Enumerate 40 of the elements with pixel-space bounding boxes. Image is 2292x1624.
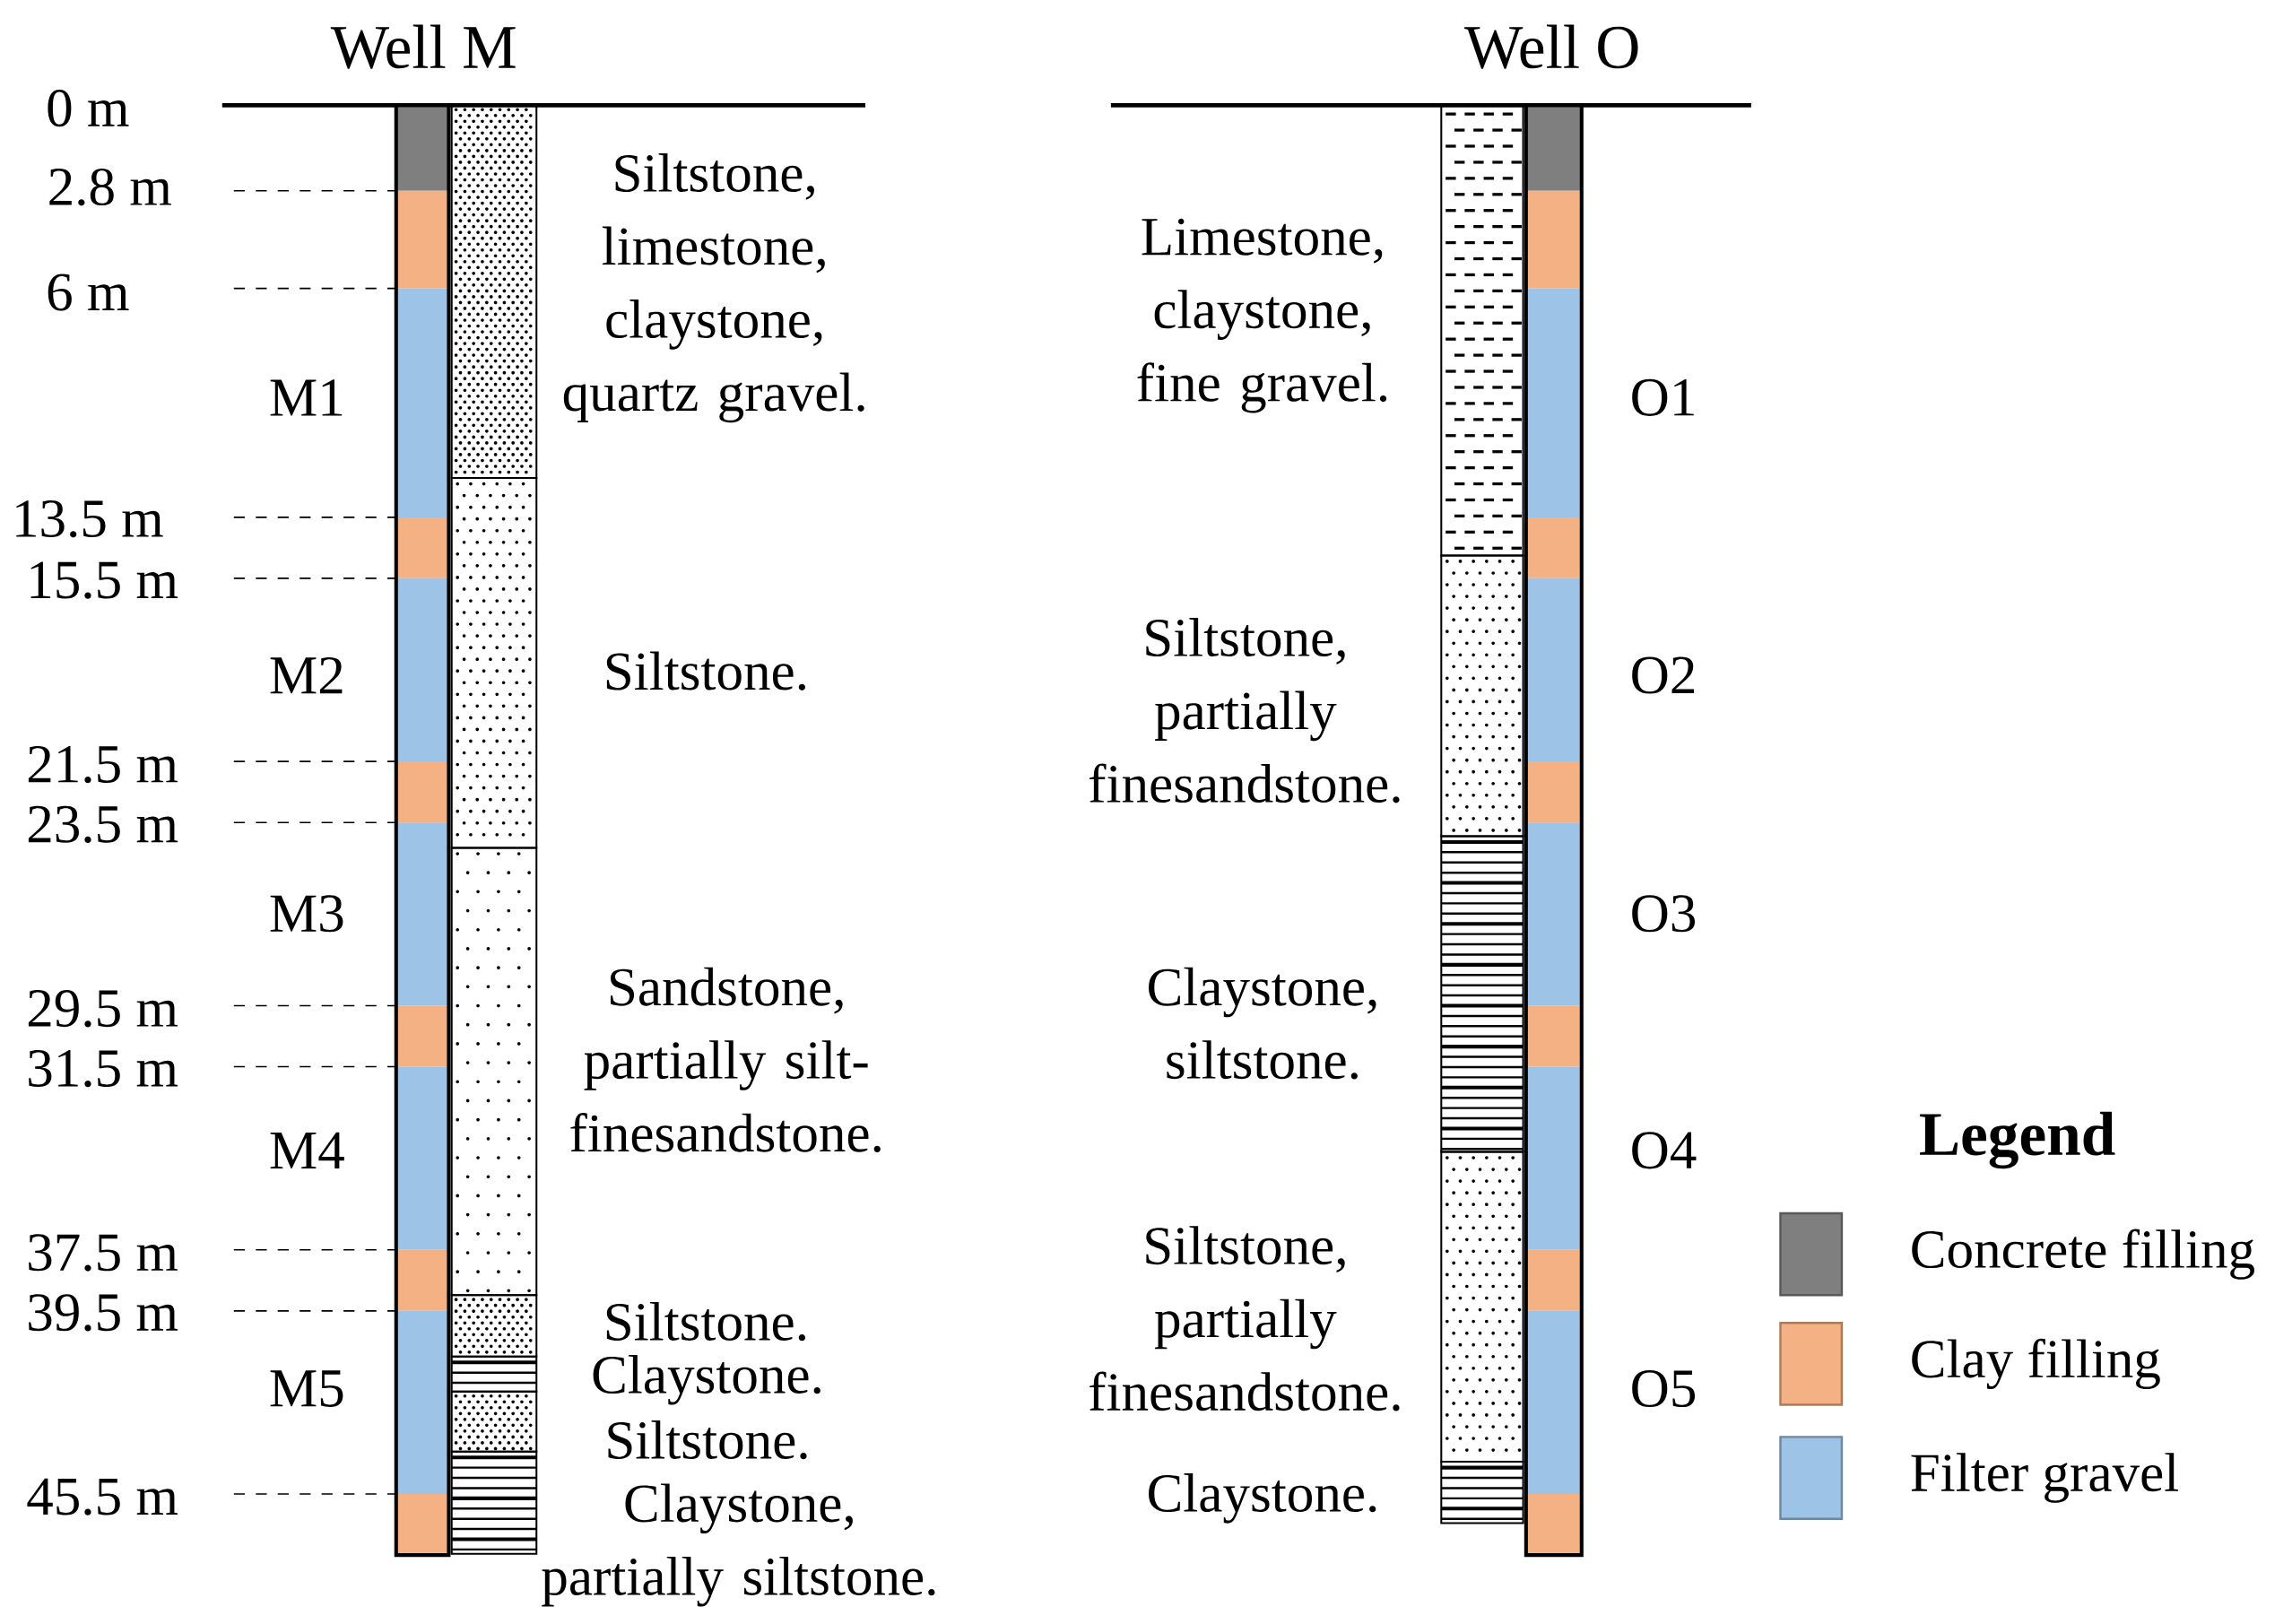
- screen-label: O4: [1632, 1132, 1697, 1169]
- screen-label: M3: [270, 895, 343, 933]
- lithology-description: Claystone.: [593, 1355, 820, 1405]
- depth-label: 21.5 m: [28, 745, 178, 784]
- depth-label: 0 m: [48, 90, 129, 127]
- lithology-description: Claystone, partially siltstone.: [542, 1483, 935, 1607]
- legend-title: Legend: [1920, 1111, 2115, 1169]
- screen-label: O2: [1632, 656, 1694, 694]
- screen-label: O5: [1632, 1370, 1696, 1408]
- well-title: Well M: [330, 24, 516, 69]
- depth-label: 23.5 m: [28, 805, 178, 844]
- depth-label: 15.5 m: [30, 561, 178, 599]
- depth-label: 31.5 m: [29, 1049, 178, 1088]
- depth-label: 29.5 m: [28, 990, 178, 1028]
- depth-label: 37.5 m: [29, 1234, 178, 1272]
- depth-label: 39.5 m: [29, 1294, 178, 1332]
- screen-label: M1: [270, 379, 343, 416]
- lithology-description: Siltstone, partially finesandstone.: [1090, 1226, 1400, 1411]
- depth-label: 6 m: [48, 274, 129, 311]
- legend-label: Filter gravel: [1911, 1453, 2178, 1503]
- lithology-description: Sandstone, partially silt-finesandstone.: [570, 967, 881, 1152]
- lithology-description: Siltstone.: [608, 1420, 807, 1460]
- screen-label: M5: [270, 1370, 343, 1407]
- screen-label: O3: [1632, 895, 1696, 933]
- lithology-description: Siltstone, limestone, claystone, quartz gravel.: [563, 153, 864, 423]
- screen-label: O1: [1632, 378, 1694, 416]
- depth-label: 13.5 m: [16, 500, 163, 538]
- screen-label: M2: [270, 656, 343, 694]
- well-title: Well O: [1464, 24, 1638, 69]
- depth-label: 45.5 m: [27, 1478, 178, 1515]
- legend-label: Concrete filling: [1912, 1229, 2254, 1280]
- depth-label: 2.8 m: [49, 168, 171, 206]
- lithology-description: Siltstone.: [606, 651, 805, 690]
- screen-label: M4: [270, 1132, 344, 1168]
- lithology-description: Siltstone, partially finesandstone.: [1090, 618, 1400, 803]
- lithology-description: Siltstone.: [606, 1302, 805, 1342]
- lithology-description: Claystone.: [1149, 1473, 1376, 1524]
- legend-label: Clay filling: [1912, 1338, 2160, 1389]
- lithology-description: Limestone, claystone, fine gravel.: [1137, 218, 1387, 413]
- lithology-description: Claystone, siltstone.: [1149, 967, 1376, 1080]
